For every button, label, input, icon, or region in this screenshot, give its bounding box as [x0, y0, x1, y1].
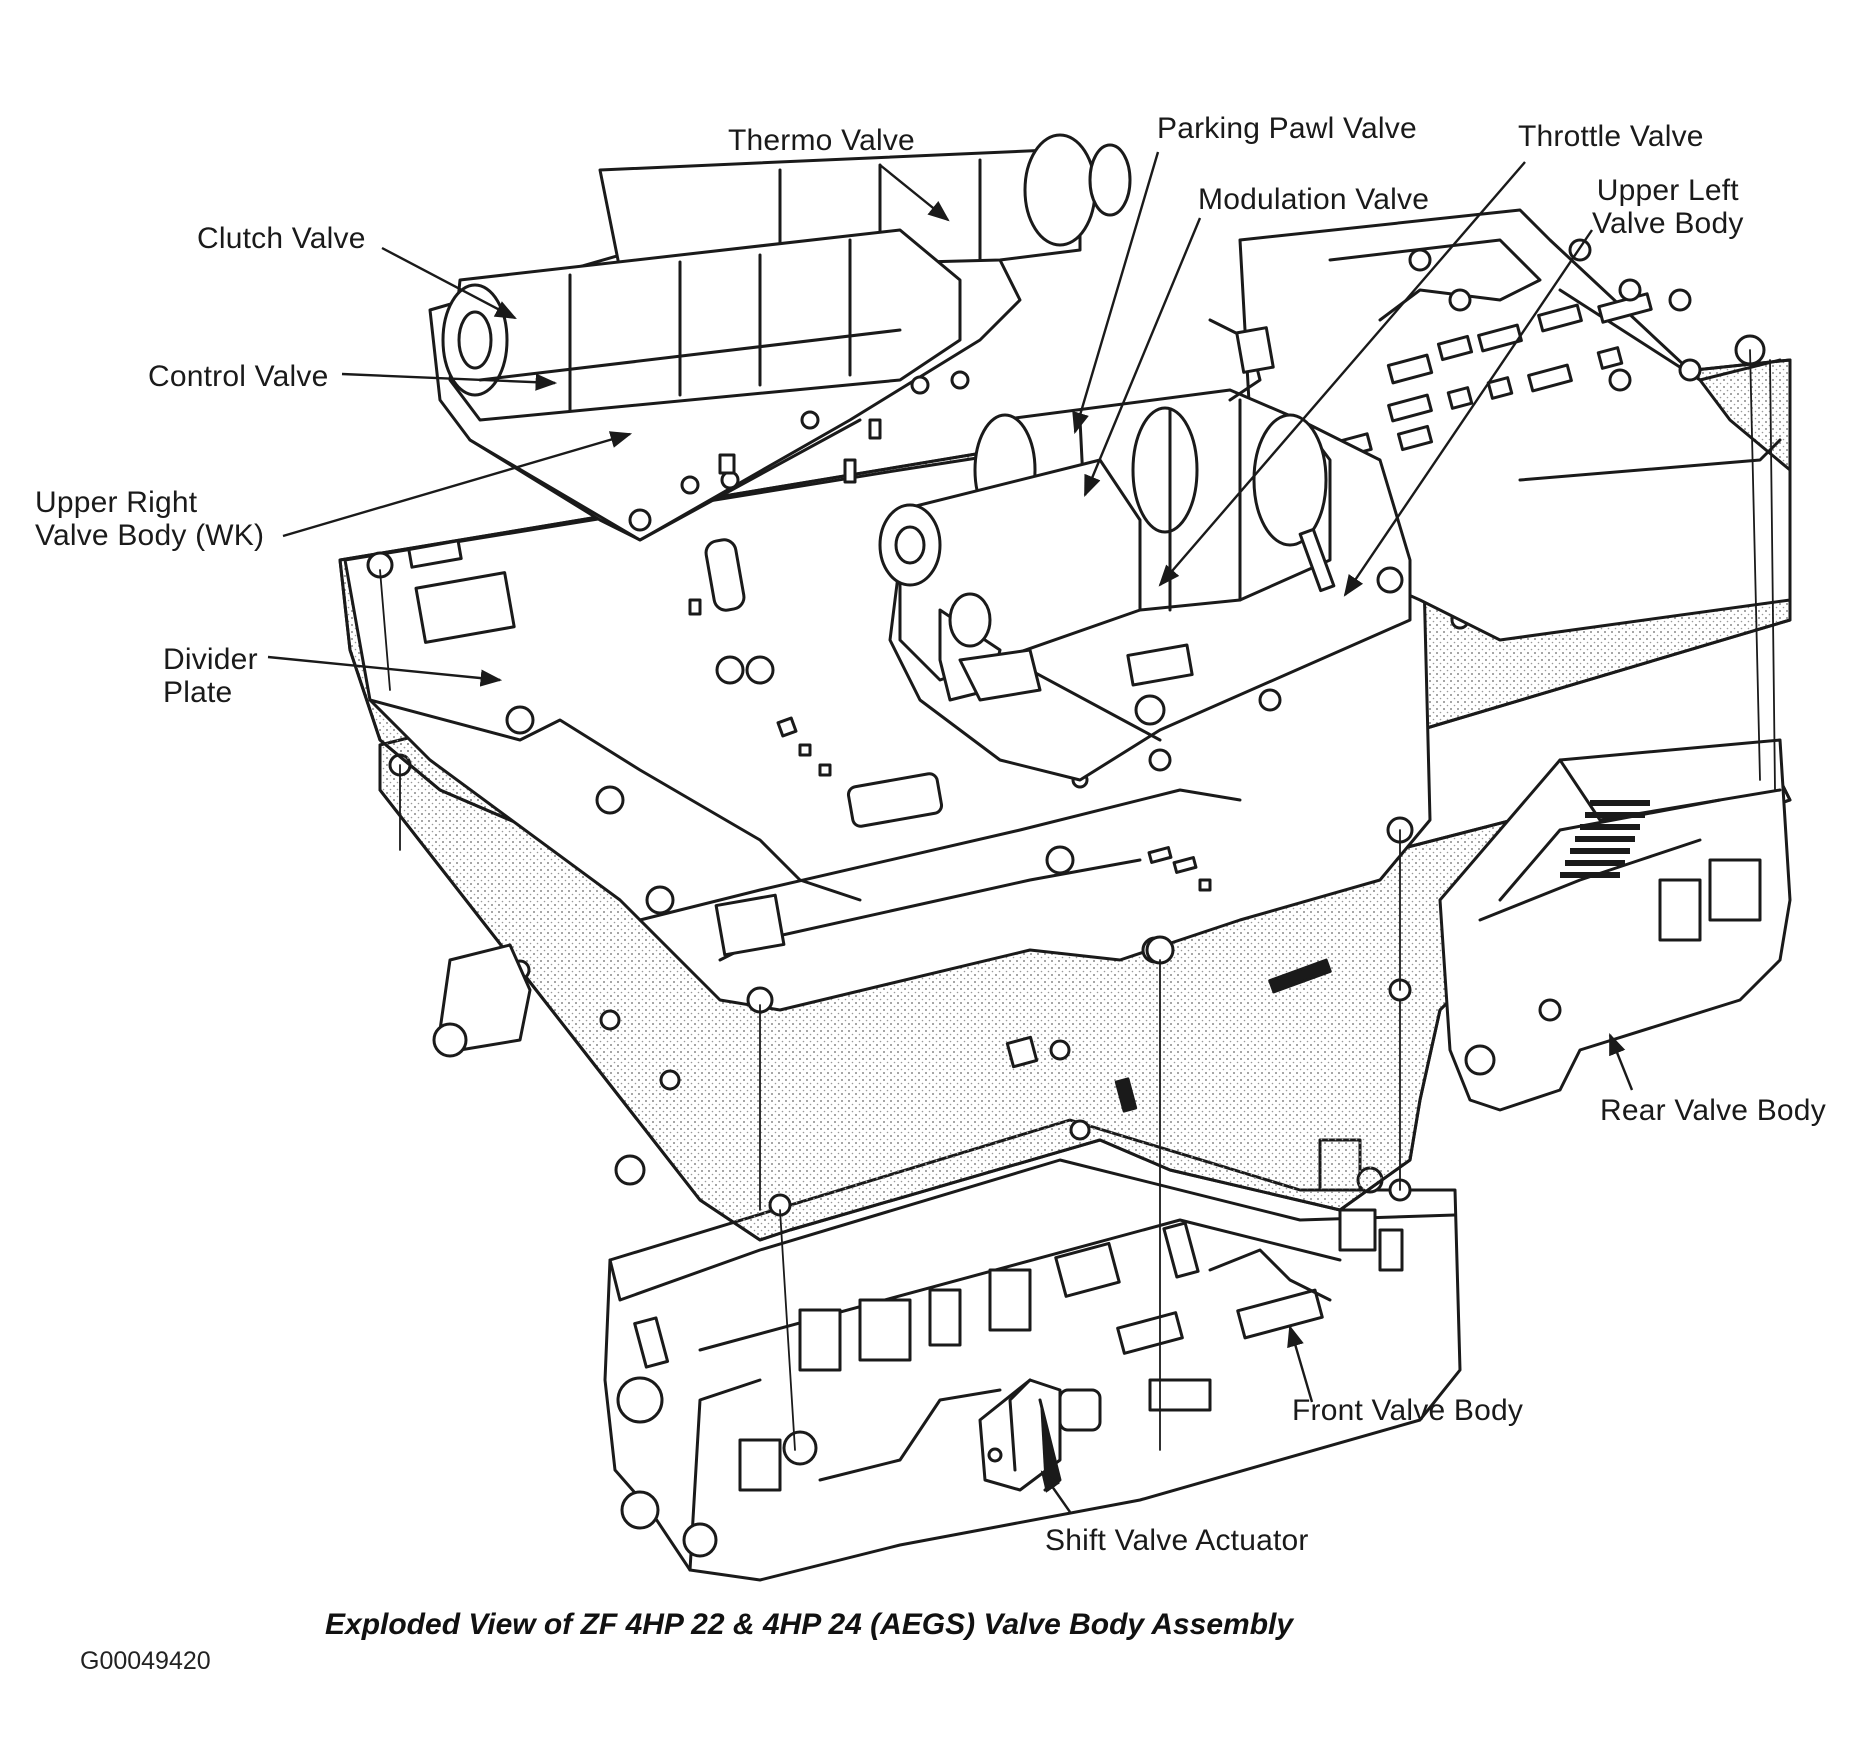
rear-valve-body — [1438, 738, 1792, 1112]
label-parking-pawl-valve: Parking Pawl Valve — [1157, 112, 1417, 145]
label-rear-valve-body: Rear Valve Body — [1600, 1094, 1826, 1127]
label-control-valve: Control Valve — [148, 360, 329, 393]
leader-control-valve — [341, 372, 558, 391]
figure-id: G00049420 — [80, 1647, 211, 1675]
label-divider-plate: Divider Plate — [163, 643, 258, 709]
leader-thermo-valve — [879, 164, 950, 222]
leader-shift-valve-actuator — [1040, 1470, 1071, 1513]
leader-rear-valve-body — [1608, 1032, 1634, 1091]
leader-divider-plate — [267, 655, 503, 687]
label-upper-right-valve-body: Upper Right Valve Body (WK) — [35, 486, 265, 552]
label-clutch-valve: Clutch Valve — [197, 222, 366, 255]
side-housing — [432, 943, 646, 1186]
upper-left-valve-assembly — [878, 318, 1412, 782]
upper-right-valve-body-part — [428, 133, 1132, 542]
leader-front-valve-body — [1287, 1324, 1314, 1403]
leader-parking-pawl-valve — [1072, 151, 1160, 435]
label-modulation-valve: Modulation Valve — [1198, 183, 1430, 216]
label-front-valve-body: Front Valve Body — [1292, 1394, 1524, 1427]
label-shift-valve-actuator: Shift Valve Actuator — [1045, 1524, 1309, 1557]
leader-lines — [267, 151, 1634, 1513]
label-thermo-valve: Thermo Valve — [728, 124, 915, 157]
leader-modulation-valve — [1083, 217, 1202, 497]
label-throttle-valve: Throttle Valve — [1518, 120, 1704, 153]
leader-upper-right-valve-body — [282, 431, 633, 538]
figure-caption: Exploded View of ZF 4HP 22 & 4HP 24 (AEG… — [325, 1608, 1294, 1641]
leader-clutch-valve — [381, 246, 517, 320]
leader-throttle-valve — [1158, 161, 1526, 587]
shift-valve-actuator-part — [978, 1378, 1102, 1492]
label-upper-left-valve-body: Upper Left Valve Body — [1592, 174, 1744, 240]
front-valve-body — [603, 1118, 1462, 1582]
leader-upper-left-valve-body — [1343, 229, 1593, 597]
